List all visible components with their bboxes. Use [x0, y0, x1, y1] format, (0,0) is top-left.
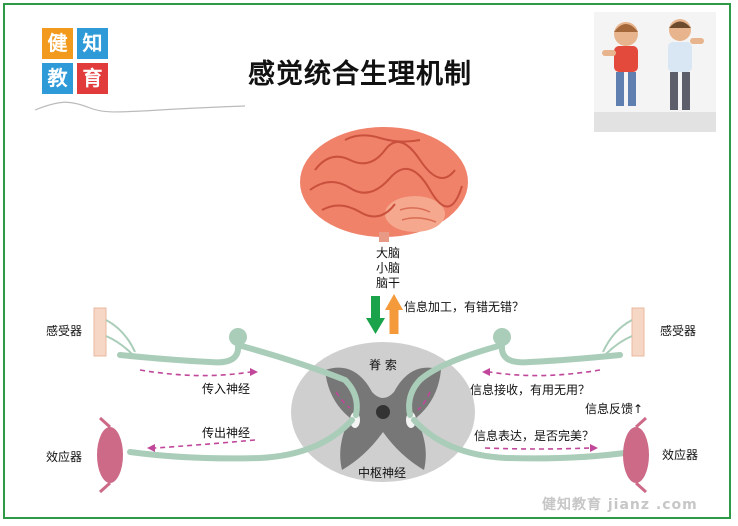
- ganglion-right: [493, 328, 511, 346]
- receiving-label: 信息接收，有用无用？: [470, 383, 591, 397]
- expression-label: 信息表达，是否完美？: [474, 429, 595, 443]
- feedback-label: 信息反馈↑: [585, 402, 644, 416]
- logo-char-4: 育: [77, 63, 108, 94]
- brain-label-cerebrum: 大脑: [375, 246, 400, 260]
- spinal-cord-label: 脊 索: [369, 358, 397, 372]
- arrowhead-efferent-right: [590, 444, 598, 452]
- brain-illustration: [300, 127, 468, 242]
- processing-label: 信息加工，有错无错？: [404, 300, 525, 314]
- logo-char-2: 知: [77, 28, 108, 59]
- logo-char-1: 健: [42, 28, 73, 59]
- brand-logo: 健 知 教 育: [42, 28, 108, 94]
- afferent-nerve-label: 传入神经: [202, 382, 251, 396]
- receptor-right-label: 感受器: [660, 324, 697, 338]
- brain-parts-labels: 大脑 小脑 脑干: [370, 246, 406, 291]
- efferent-nerve-label: 传出神经: [202, 426, 251, 440]
- arrowhead-afferent-left: [250, 368, 258, 376]
- central-nerve-label: 中枢神经: [358, 466, 407, 480]
- up-arrow: [385, 294, 403, 334]
- flow-arrows: [139, 369, 601, 450]
- decorative-swirl: [34, 101, 246, 113]
- watermark: 健知教育 jianz .com: [542, 497, 698, 513]
- effector-left-label: 效应器: [46, 450, 83, 464]
- ganglion-left: [229, 328, 247, 346]
- arrowhead-afferent-right: [482, 368, 490, 376]
- receptor-left-icon: [93, 307, 136, 357]
- effector-right-icon: [623, 416, 649, 494]
- effector-right-label: 效应器: [662, 448, 699, 462]
- efferent-nerves: [127, 417, 635, 462]
- page-frame: [3, 3, 731, 519]
- children-photo: [594, 12, 716, 132]
- page-title: 感觉统合生理机制: [248, 59, 472, 90]
- effector-left-icon: [97, 416, 123, 494]
- down-arrow: [366, 296, 385, 334]
- afferent-nerves: [117, 342, 623, 418]
- arrowhead-efferent-left: [147, 444, 155, 452]
- brain-label-brainstem: 脑干: [375, 276, 400, 290]
- logo-char-3: 教: [42, 63, 73, 94]
- receptor-right-icon: [602, 307, 645, 357]
- brain-label-cerebellum: 小脑: [375, 261, 400, 275]
- receptor-left-label: 感受器: [46, 324, 83, 338]
